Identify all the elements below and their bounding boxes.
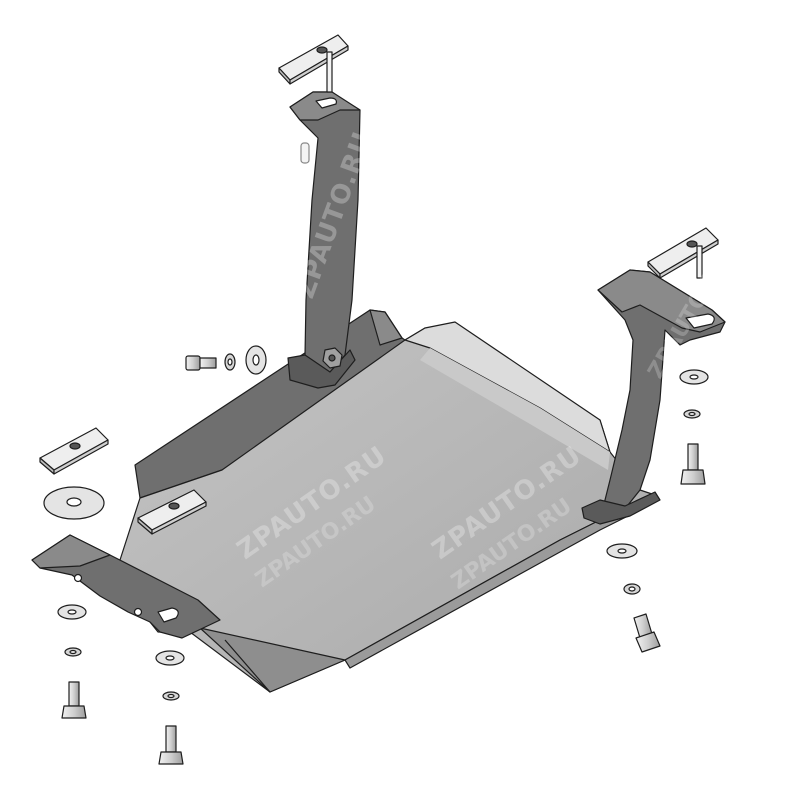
side-flat-washer-hole xyxy=(252,354,260,366)
right-strut-slot xyxy=(685,313,715,329)
bolt-c-head xyxy=(680,469,706,485)
tall-strut-slot xyxy=(315,97,337,109)
bolt-d-head xyxy=(635,631,661,653)
front-bracket-top xyxy=(31,534,111,569)
spacer-block-right-hole xyxy=(686,240,698,248)
skid-plate-left-wall-top xyxy=(369,309,403,346)
bolt-a-shank xyxy=(68,681,80,707)
lock-washer-d-hole xyxy=(628,586,636,592)
side-lock-washer-hole xyxy=(227,358,233,366)
front-bracket-hole-1 xyxy=(73,573,83,583)
front-bracket-hole-2 xyxy=(133,607,143,617)
side-bolt-shank xyxy=(199,357,217,369)
lock-washer-b-hole xyxy=(167,693,175,699)
right-strut-foot xyxy=(581,491,661,525)
spacer-block-center-hole xyxy=(168,502,180,510)
large-washer-hole xyxy=(66,497,82,507)
washer-b1-hole xyxy=(165,655,175,661)
bolt-a-head xyxy=(61,705,87,719)
lock-washer-c-hole xyxy=(688,411,696,417)
washer-d1-hole xyxy=(617,548,627,554)
skid-plate-raised-section xyxy=(404,321,611,453)
spacer-block-left-front xyxy=(53,439,109,475)
bolt-b-shank xyxy=(165,725,177,753)
spacer-block-left-hole xyxy=(69,442,81,450)
skid-plate-front-lip xyxy=(199,627,346,693)
washer-c1-hole xyxy=(689,374,699,380)
side-bolt-head xyxy=(185,355,201,371)
lock-washer-a-hole xyxy=(69,649,77,655)
strut-nut-hole xyxy=(328,354,336,362)
washer-a1-hole xyxy=(67,609,77,615)
spacer-block-top-pin xyxy=(326,51,333,93)
strut-bolt-ghost xyxy=(300,142,310,164)
skid-plate-raised-face xyxy=(420,348,610,470)
spacer-block-top-hole xyxy=(316,46,328,54)
plate-fold-line xyxy=(224,639,271,693)
bolt-b-head xyxy=(158,751,184,765)
spacer-block-center-front xyxy=(151,501,207,535)
spacer-block-right-pin xyxy=(696,245,703,279)
tall-strut-foot xyxy=(287,349,356,389)
spacer-block-top xyxy=(278,34,349,81)
bolt-c-shank xyxy=(687,443,699,471)
front-bracket-slot xyxy=(157,607,179,623)
